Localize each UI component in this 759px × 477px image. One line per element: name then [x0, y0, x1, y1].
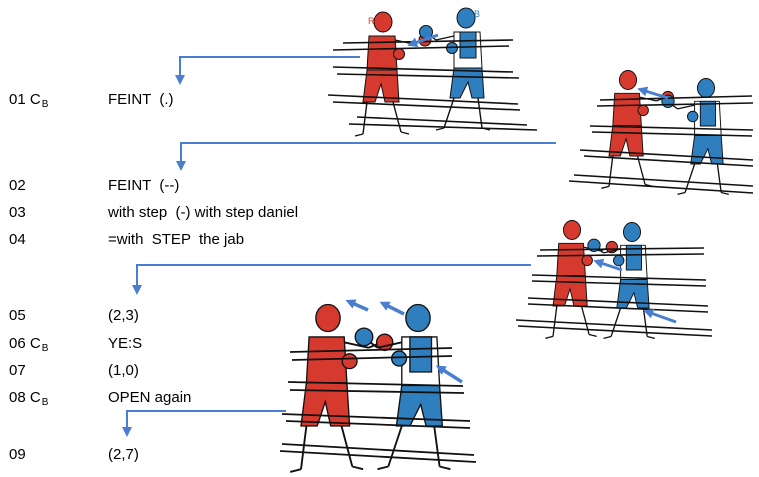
line-text-07: (1,0): [108, 362, 139, 379]
line-number-08: 08 CB: [9, 389, 49, 408]
line-number-03: 03: [9, 204, 26, 221]
corner-label-red: R: [368, 16, 375, 26]
boxing-panel-4: [279, 299, 477, 473]
line-text-06: YE:S: [108, 335, 143, 352]
connector-arrow-1: [175, 56, 360, 85]
connector-arrow-3: [132, 264, 531, 295]
connector-arrow-2: [176, 142, 556, 171]
line-text-01: FEINT (.): [108, 91, 174, 108]
line-number-04: 04: [9, 231, 26, 248]
line-number-06: 06 CB: [9, 335, 49, 354]
connector-arrow-4: [122, 410, 286, 437]
speaker-label: C: [29, 91, 41, 108]
speaker-label: C: [29, 389, 41, 406]
corner-label-blue: B: [474, 9, 480, 19]
line-text-09: (2,7): [108, 446, 139, 463]
line-text-04: =with STEP the jab: [108, 231, 245, 248]
line-text-05: (2,3): [108, 307, 139, 324]
boxing-panel-1: R B: [327, 7, 538, 137]
line-number-02: 02: [9, 177, 26, 194]
speaker-label: C: [29, 335, 41, 352]
boxing-panel-3: [515, 219, 713, 340]
line-text-03: with step (-) with step daniel: [108, 204, 299, 221]
line-number-01: 01 CB: [9, 91, 49, 110]
line-number-05: 05: [9, 307, 26, 324]
line-text-02: FEINT (--): [108, 177, 180, 194]
line-number-07: 07: [9, 362, 26, 379]
line-text-08: OPEN again: [108, 389, 192, 406]
line-number-09: 09: [9, 446, 26, 463]
boxing-panel-2: [568, 69, 754, 196]
